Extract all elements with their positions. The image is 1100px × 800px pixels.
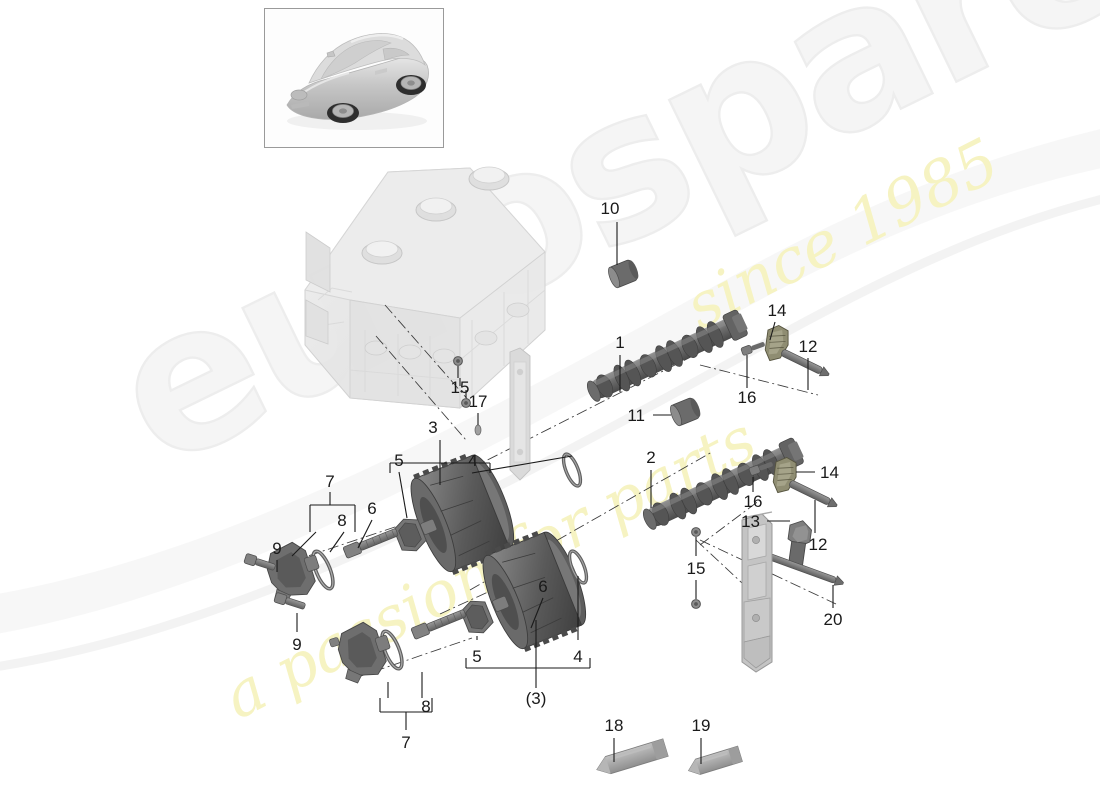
callout-3-bracket-upper[interactable]: 3 5 4 [389,418,573,519]
callout-14-lower[interactable]: 14 [796,463,839,482]
bucket-tappet-exhaust [670,397,701,427]
callout-label-7-upper: 7 [325,472,334,491]
callout-12-lower[interactable]: 12 [809,500,828,554]
solenoid-valve-lower [329,621,391,684]
guide-rail-bolt-upper [453,356,471,408]
callout-label-16-lower: 16 [744,492,763,511]
callout-6-lower[interactable]: 6 [530,577,548,629]
callout-10[interactable]: 10 [601,199,620,265]
callout-label-3-lower: (3) [526,689,547,708]
callout-label-6-lower: 6 [538,577,547,596]
callout-18[interactable]: 18 [605,716,624,762]
callout-label-6-upper: 6 [367,499,376,518]
sealing-ring-upper [561,452,583,488]
callout-label-4-upper: 4 [468,451,477,470]
callout-label-4-lower: 4 [573,647,582,666]
callout-label-19: 19 [692,716,711,735]
callout-9-upper[interactable]: 9 [272,539,282,572]
callout-14-upper[interactable]: 14 [768,301,787,341]
callout-label-18: 18 [605,716,624,735]
callout-2[interactable]: 2 [646,448,656,508]
callout-label-14-upper: 14 [768,301,787,320]
guide-rail-bolt-lower [691,527,701,609]
sealing-ring-lower [567,549,589,585]
tensioner-bolt-lower [789,480,838,508]
callout-label-13: 13 [741,512,760,531]
pivot-pin-lower [748,462,773,476]
callout-11[interactable]: 11 [627,406,671,425]
o-ring-upper [311,549,335,591]
callout-16-upper[interactable]: 16 [738,355,757,407]
callout-7-bracket-lower[interactable]: 7 8 [379,672,433,752]
callout-label-15-upper: 15 [451,378,470,397]
callout-3-bracket-lower[interactable]: (3) [465,620,591,708]
callout-7-bracket-upper[interactable]: 7 8 [291,472,356,557]
callout-label-10: 10 [601,199,620,218]
callout-label-12-lower: 12 [809,535,828,554]
tensioner-bolt-upper [781,349,830,377]
vehicle-thumbnail-frame[interactable] [264,8,444,148]
callout-label-16-upper: 16 [738,388,757,407]
sealant-tube-small [687,745,743,775]
callout-label-3-upper: 3 [428,418,437,437]
hex-collar-upper [393,518,427,552]
callout-1[interactable]: 1 [615,333,625,392]
rear-wheel [396,75,426,95]
callout-label-14-lower: 14 [820,463,839,482]
fastening-bolt-upper-2 [273,592,306,610]
hexagon-head-bolt-upper [342,528,399,559]
sealant-tube-large [596,738,669,775]
callout-16-lower[interactable]: 16 [744,477,763,511]
chain-guide-rail-upper [509,347,531,481]
callout-15-lower[interactable]: 15 [687,537,706,599]
hexagon-head-bolt-lower [410,609,467,640]
callout-17[interactable]: 17 [469,392,488,425]
callout-label-9-upper: 9 [272,539,281,558]
car-illustration [286,33,429,130]
chain-guide-rail-lower [741,511,773,673]
callout-label-17: 17 [469,392,488,411]
vehicle-thumbnail [265,9,443,147]
callout-4-lower[interactable]: 4 [573,576,583,666]
callout-label-5-lower: 5 [472,647,481,666]
front-wheel [327,103,359,123]
callout-12-upper[interactable]: 12 [799,337,818,390]
callout-label-8-upper: 8 [337,511,346,530]
callout-label-5-upper: 5 [394,451,403,470]
callout-label-9-lower: 9 [292,635,301,654]
callout-19[interactable]: 19 [692,716,711,764]
cylinder-head-block [304,166,546,410]
callout-label-7-lower: 7 [401,733,410,752]
fastening-bolt-upper [243,553,276,571]
callout-label-2: 2 [646,448,655,467]
variocam-adjuster-upper [410,453,515,576]
callout-5-lower[interactable]: 5 [472,636,482,666]
callout-label-20: 20 [824,610,843,629]
callout-label-11: 11 [627,406,645,425]
callout-6-upper[interactable]: 6 [357,499,377,549]
callout-label-8-lower: 8 [421,697,430,716]
callout-20[interactable]: 20 [824,585,843,629]
callout-13[interactable]: 13 [741,512,790,531]
callout-9-lower[interactable]: 9 [292,613,302,654]
variocam-adjuster-lower [482,530,587,653]
camshaft-intake [586,309,748,402]
chain-tensioner-pad [787,520,812,569]
callout-label-12-upper: 12 [799,337,818,356]
swoosh-graphic [0,129,1100,671]
callout-15-upper[interactable]: 15 [451,366,470,398]
o-ring-lower [380,629,404,671]
pivot-pin-upper [740,342,765,356]
callout-label-15-lower: 15 [687,559,706,578]
bucket-tappet-intake [608,259,639,289]
callout-label-1: 1 [615,333,624,352]
